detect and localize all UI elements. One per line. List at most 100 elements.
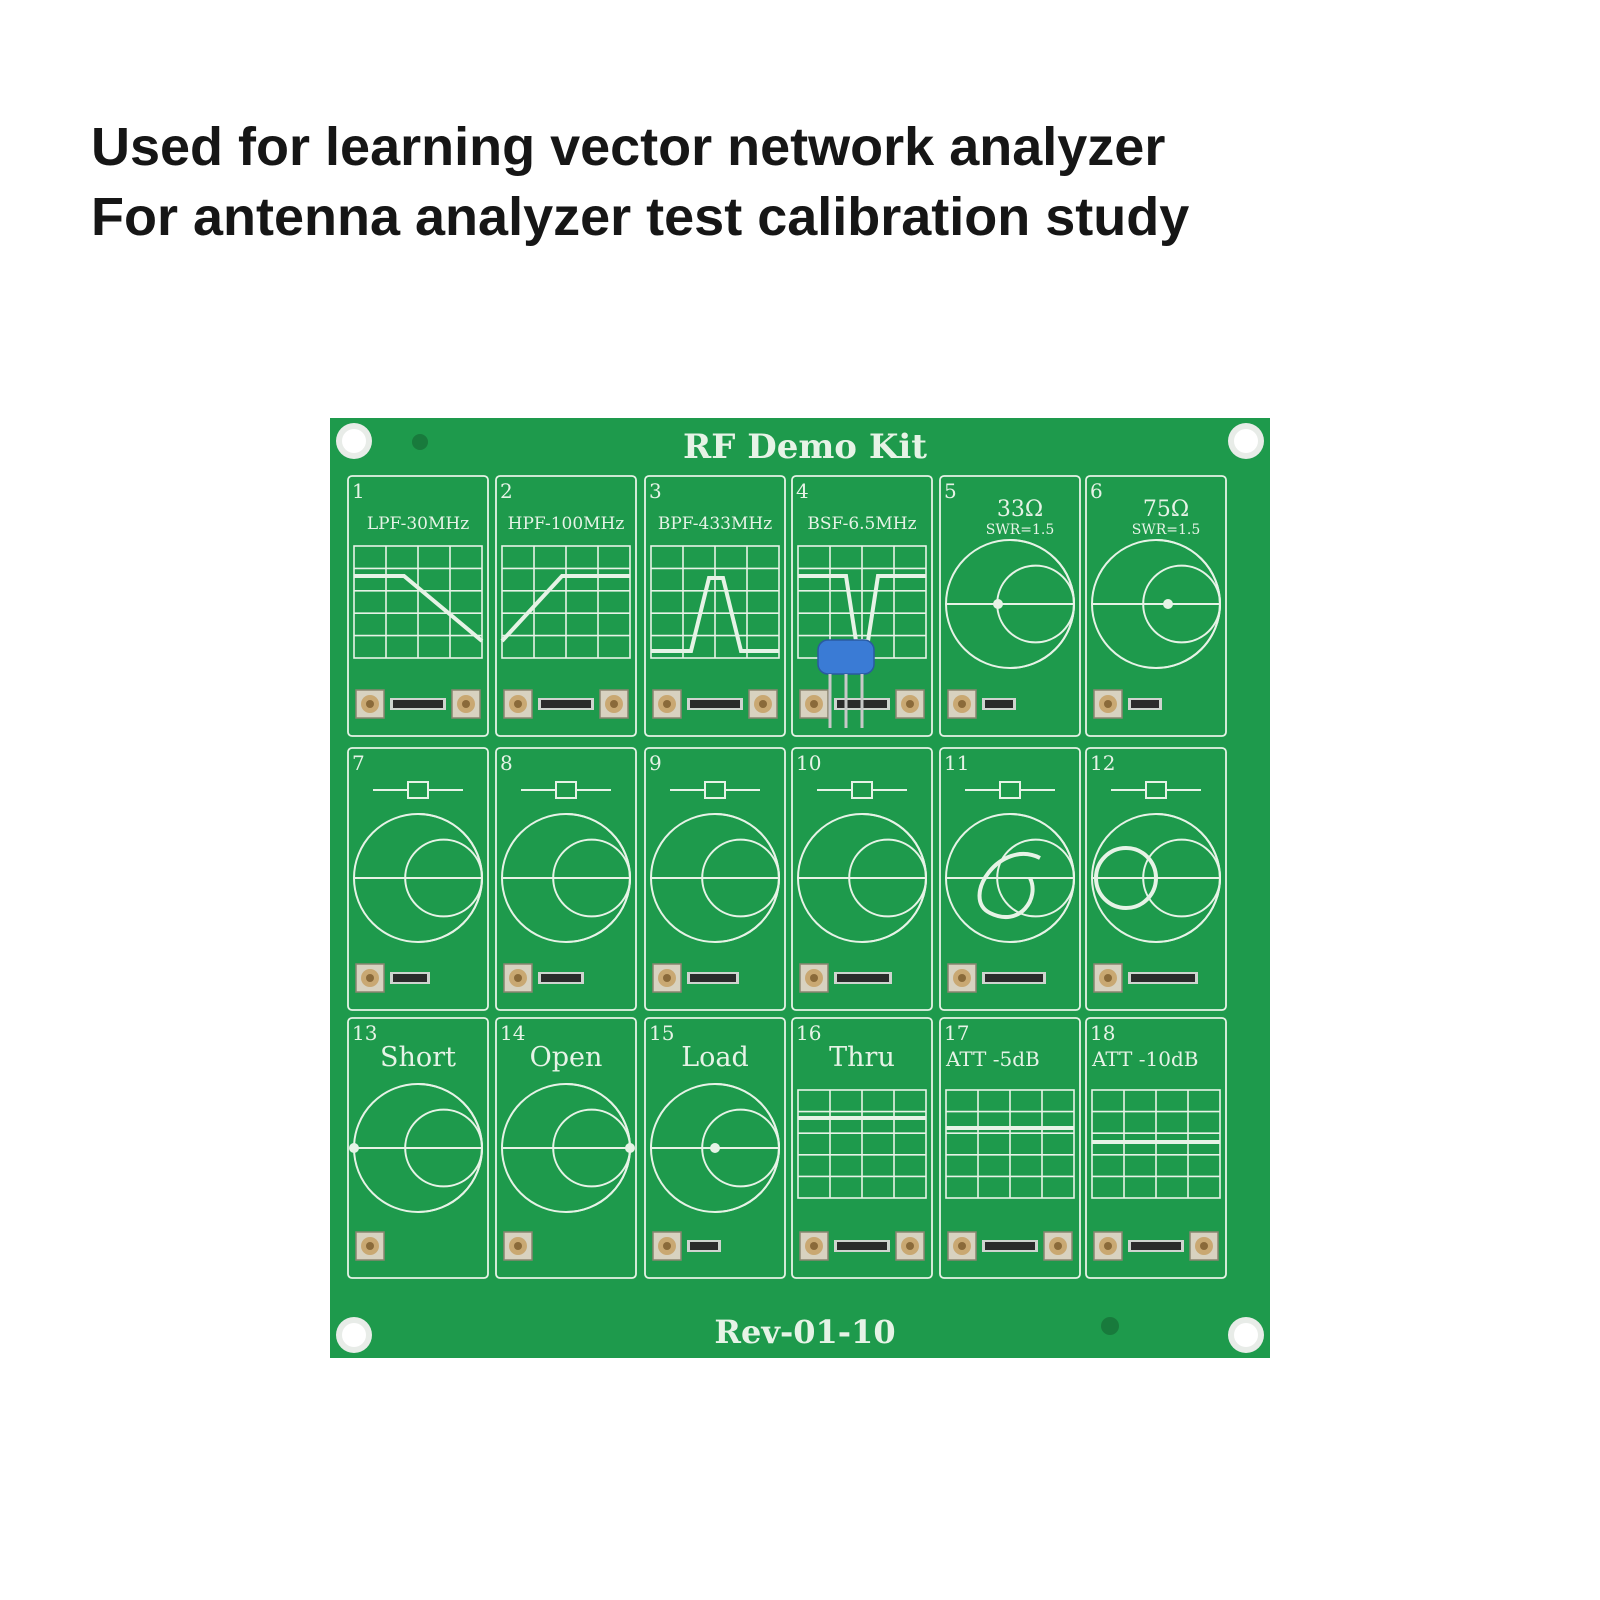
module-number: 1 bbox=[352, 479, 365, 503]
smd-component-icon bbox=[982, 972, 1046, 984]
ufl-connector-icon bbox=[1043, 1231, 1073, 1261]
smd-component-icon bbox=[687, 1240, 721, 1252]
ceramic-resonator-component bbox=[817, 639, 875, 728]
schematic-symbol-icon bbox=[373, 781, 463, 799]
module-sublabel: SWR=1.5 bbox=[986, 522, 1055, 538]
ufl-connector-icon bbox=[355, 963, 385, 993]
module-9: 9 bbox=[644, 747, 786, 1011]
module-number: 14 bbox=[500, 1021, 525, 1045]
smd-component-icon bbox=[834, 972, 892, 984]
module-number: 4 bbox=[796, 479, 809, 503]
module-label: ATT -5dB bbox=[945, 1047, 1040, 1071]
ufl-connector-icon bbox=[799, 689, 829, 719]
ufl-connector-icon bbox=[355, 1231, 385, 1261]
ufl-connector-icon bbox=[1093, 963, 1123, 993]
module-7: 7 bbox=[347, 747, 489, 1011]
ufl-connector-icon bbox=[503, 1231, 533, 1261]
schematic-symbol-icon bbox=[670, 781, 760, 799]
module-label: BPF-433MHz bbox=[658, 514, 772, 534]
module-outline bbox=[939, 747, 1081, 1011]
module-outline bbox=[939, 475, 1081, 737]
impedance-point bbox=[349, 1143, 359, 1153]
smith-chart bbox=[1091, 539, 1221, 669]
module-11: 11 bbox=[939, 747, 1081, 1011]
smd-component-icon bbox=[687, 972, 739, 984]
response-grid bbox=[797, 1089, 927, 1199]
ufl-connector-icon bbox=[503, 963, 533, 993]
fiducial-icon bbox=[412, 434, 428, 450]
module-outline bbox=[495, 747, 637, 1011]
module-label: Load bbox=[681, 1042, 749, 1073]
smith-chart bbox=[650, 813, 781, 943]
module-outline bbox=[644, 475, 786, 737]
smith-chart bbox=[353, 813, 483, 943]
smd-component-icon bbox=[538, 972, 584, 984]
module-number: 6 bbox=[1090, 479, 1103, 503]
fiducial-icon bbox=[1101, 1317, 1119, 1335]
module-number: 16 bbox=[796, 1021, 821, 1045]
ufl-connector-icon bbox=[895, 1231, 925, 1261]
module-number: 12 bbox=[1090, 751, 1115, 775]
mounting-hole bbox=[336, 1317, 372, 1353]
module-number: 18 bbox=[1090, 1021, 1115, 1045]
module-outline bbox=[347, 475, 489, 737]
response-grid bbox=[945, 1089, 1075, 1199]
board-title: RF Demo Kit bbox=[683, 427, 927, 467]
smd-component-icon bbox=[538, 698, 594, 710]
module-outline bbox=[644, 747, 786, 1011]
response-curve bbox=[354, 574, 484, 643]
module-number: 5 bbox=[944, 479, 957, 503]
ufl-connector-icon bbox=[652, 1231, 682, 1261]
impedance-point bbox=[710, 1143, 720, 1153]
smith-chart bbox=[501, 813, 632, 943]
caption-line-2: For antenna analyzer test calibration st… bbox=[91, 187, 1190, 247]
response-curve bbox=[651, 576, 779, 653]
schematic-symbol-icon bbox=[817, 781, 907, 799]
ufl-connector-icon bbox=[599, 689, 629, 719]
impedance-point bbox=[1163, 599, 1173, 609]
smith-chart bbox=[650, 1083, 781, 1213]
impedance-point bbox=[993, 599, 1003, 609]
module-outline bbox=[644, 1017, 786, 1279]
response-grid bbox=[650, 545, 780, 659]
module-number: 3 bbox=[649, 479, 662, 503]
ufl-connector-icon bbox=[799, 963, 829, 993]
schematic-symbol-icon bbox=[521, 781, 611, 799]
module-grid: 1LPF-30MHz2HPF-100MHz3BPF-433MHz4BSF-6.5… bbox=[347, 475, 1227, 1279]
schematic-symbol-icon bbox=[965, 781, 1055, 799]
module-label: 33Ω bbox=[997, 497, 1043, 522]
module-outline bbox=[1085, 475, 1227, 737]
module-label: Short bbox=[380, 1042, 456, 1073]
smith-chart bbox=[797, 813, 927, 943]
ufl-connector-icon bbox=[355, 689, 385, 719]
module-label: Thru bbox=[829, 1042, 895, 1073]
impedance-trace bbox=[1094, 846, 1158, 910]
module-number: 8 bbox=[500, 751, 513, 775]
module-number: 13 bbox=[352, 1021, 377, 1045]
smd-component-icon bbox=[1128, 972, 1198, 984]
module-outline bbox=[791, 475, 933, 737]
caption: Used for learning vector network analyze… bbox=[91, 112, 1189, 252]
smd-component-icon bbox=[390, 698, 446, 710]
module-12: 12 bbox=[1085, 747, 1227, 1011]
ufl-connector-icon bbox=[503, 689, 533, 719]
ufl-connector-icon bbox=[652, 689, 682, 719]
module-label: 75Ω bbox=[1143, 497, 1189, 522]
module-outline bbox=[1085, 747, 1227, 1011]
module-number: 11 bbox=[944, 751, 969, 775]
module-outline bbox=[495, 1017, 637, 1279]
module-number: 2 bbox=[500, 479, 513, 503]
ufl-connector-icon bbox=[451, 689, 481, 719]
impedance-point bbox=[625, 1143, 635, 1153]
mounting-hole bbox=[1228, 1317, 1264, 1353]
response-grid bbox=[353, 545, 483, 659]
